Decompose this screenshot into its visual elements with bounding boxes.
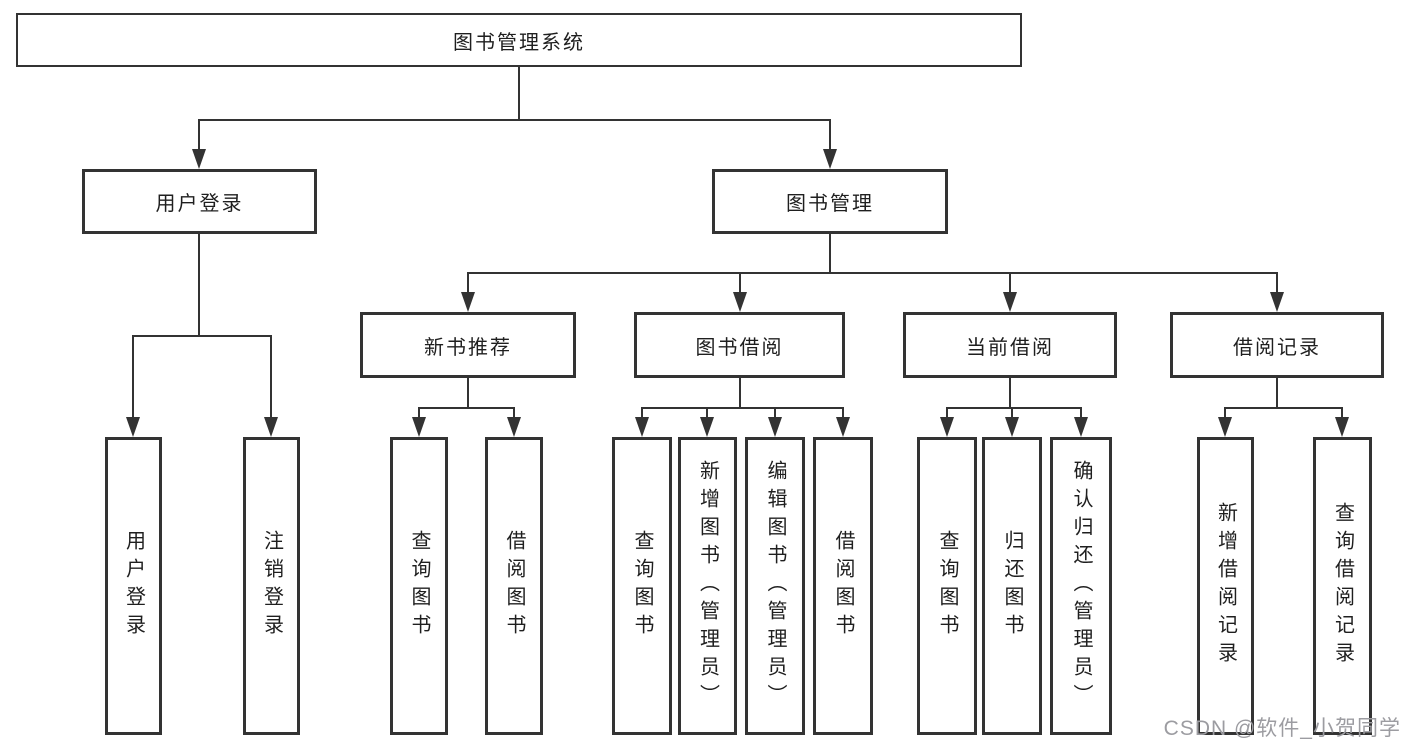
arrow-down-icon <box>635 417 649 437</box>
node-label: 查询图书 <box>408 530 430 642</box>
node-label: 借阅图书 <box>832 530 854 642</box>
arrow-down-icon <box>940 417 954 437</box>
leaf-add-borrow-record: 新增借阅记录 <box>1197 437 1254 735</box>
arrow-down-icon <box>768 417 782 437</box>
connector-vline <box>1011 407 1013 419</box>
arrow-down-icon <box>1074 417 1088 437</box>
connector-vline <box>829 119 831 151</box>
connector-vline <box>513 407 515 419</box>
node-label: 注销登录 <box>260 530 283 642</box>
node-book-management: 图书管理 <box>712 169 948 234</box>
node-label: 归还图书 <box>1001 530 1023 642</box>
arrow-down-icon <box>1005 417 1019 437</box>
node-new-book-recommendation: 新书推荐 <box>360 312 576 378</box>
node-label: 查询图书 <box>936 530 958 642</box>
arrow-down-icon <box>1003 292 1017 312</box>
arrow-down-icon <box>733 292 747 312</box>
connector-vline <box>1080 407 1082 419</box>
connector-vline <box>198 119 200 151</box>
connector-vline <box>739 272 741 294</box>
node-borrowing-records: 借阅记录 <box>1170 312 1384 378</box>
node-label: 图书管理 <box>786 193 874 215</box>
connector-vline <box>1009 272 1011 294</box>
node-label: 查询图书 <box>631 530 653 642</box>
arrow-down-icon <box>461 292 475 312</box>
connector-hline <box>1224 407 1342 409</box>
node-label: 当前借阅 <box>966 336 1054 359</box>
arrow-down-icon <box>126 417 140 437</box>
node-label: 用户登录 <box>122 530 145 642</box>
arrow-down-icon <box>1335 417 1349 437</box>
node-current-borrowing: 当前借阅 <box>903 312 1117 378</box>
connector-vline <box>739 378 741 407</box>
arrow-down-icon <box>1270 292 1284 312</box>
node-library-management-system: 图书管理系统 <box>16 13 1022 67</box>
node-label: 确认归还（管理员） <box>1070 460 1092 712</box>
node-label: 新增图书（管理员） <box>696 460 719 712</box>
connector-vline <box>132 335 134 419</box>
connector-vline <box>1224 407 1226 419</box>
connector-vline <box>518 67 520 119</box>
leaf-query-borrow-record: 查询借阅记录 <box>1313 437 1372 735</box>
node-label: 用户登录 <box>155 193 244 215</box>
leaf-query-books-recommendation: 查询图书 <box>390 437 448 735</box>
connector-vline <box>842 407 844 419</box>
node-user-login-branch: 用户登录 <box>82 169 317 234</box>
leaf-borrow-books-borrowing: 借阅图书 <box>813 437 873 735</box>
node-label: 图书管理系统 <box>453 31 585 54</box>
connector-hline <box>418 407 514 409</box>
connector-vline <box>1341 407 1343 419</box>
connector-hline <box>198 119 831 121</box>
leaf-add-books-admin: 新增图书（管理员） <box>678 437 737 735</box>
connector-hline <box>132 335 272 337</box>
connector-vline <box>1276 272 1278 294</box>
connector-hline <box>946 407 1081 409</box>
connector-vline <box>774 407 776 419</box>
node-label: 新书推荐 <box>424 336 512 359</box>
arrow-down-icon <box>1218 417 1232 437</box>
connector-vline <box>270 335 272 419</box>
connector-vline <box>418 407 420 419</box>
leaf-user-login: 用户登录 <box>105 437 162 735</box>
leaf-query-books-borrowing: 查询图书 <box>612 437 672 735</box>
connector-vline <box>1276 378 1278 407</box>
connector-vline <box>467 272 469 294</box>
node-label: 查询借阅记录 <box>1331 502 1354 670</box>
node-label: 新增借阅记录 <box>1214 502 1237 670</box>
arrow-down-icon <box>700 417 714 437</box>
arrow-down-icon <box>836 417 850 437</box>
leaf-query-books-current: 查询图书 <box>917 437 977 735</box>
node-label: 借阅图书 <box>503 530 525 642</box>
arrow-down-icon <box>264 417 278 437</box>
connector-vline <box>829 234 831 272</box>
connector-vline <box>946 407 948 419</box>
arrow-down-icon <box>192 149 206 169</box>
connector-hline <box>641 407 843 409</box>
leaf-return-books: 归还图书 <box>982 437 1042 735</box>
connector-vline <box>641 407 643 419</box>
leaf-logout: 注销登录 <box>243 437 300 735</box>
leaf-edit-books-admin: 编辑图书（管理员） <box>745 437 805 735</box>
arrow-down-icon <box>412 417 426 437</box>
node-label: 图书借阅 <box>695 336 784 359</box>
leaf-confirm-return-admin: 确认归还（管理员） <box>1050 437 1112 735</box>
leaf-borrow-books-recommendation: 借阅图书 <box>485 437 543 735</box>
node-label: 编辑图书（管理员） <box>764 460 786 712</box>
node-label: 借阅记录 <box>1233 336 1321 359</box>
connector-hline <box>467 272 1277 274</box>
node-book-borrowing: 图书借阅 <box>634 312 845 378</box>
connector-vline <box>467 378 469 407</box>
arrow-down-icon <box>507 417 521 437</box>
connector-vline <box>1009 378 1011 407</box>
arrow-down-icon <box>823 149 837 169</box>
connector-vline <box>706 407 708 419</box>
watermark-text: CSDN @软件_小贺同学 <box>1163 717 1401 740</box>
connector-vline <box>198 234 200 335</box>
